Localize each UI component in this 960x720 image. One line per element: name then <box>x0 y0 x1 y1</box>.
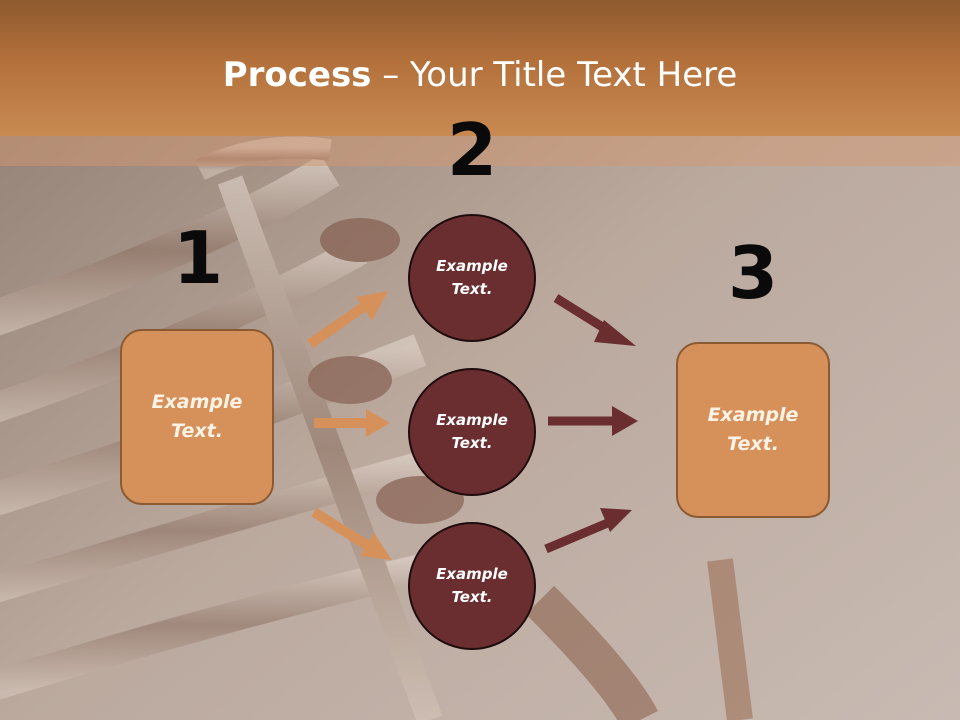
slide-title: Process – Your Title Text Here <box>0 50 960 100</box>
process-circle-middle-text: Example Text. <box>436 411 508 452</box>
title-bar <box>0 0 960 136</box>
step-number-2: 2 <box>446 108 498 192</box>
arrow-in-middle <box>314 409 390 437</box>
output-box: Example Text. <box>676 342 830 518</box>
output-box-text: Example Text. <box>707 404 799 455</box>
step-number-3: 3 <box>727 231 779 315</box>
process-circle-middle: Example Text. <box>408 368 536 496</box>
title-bar-band <box>0 136 960 166</box>
input-box: Example Text. <box>120 329 274 505</box>
input-box-text: Example Text. <box>151 391 243 442</box>
arrow-out-middle <box>548 406 638 436</box>
process-circle-top: Example Text. <box>408 214 536 342</box>
step-number-1: 1 <box>172 216 224 300</box>
arrow-in-top <box>307 291 388 349</box>
process-circle-bottom: Example Text. <box>408 522 536 650</box>
arrow-out-bottom <box>544 508 632 554</box>
arrow-in-bottom <box>311 507 392 560</box>
title-rest: – Your Title Text Here <box>371 55 738 95</box>
title-bold: Process <box>222 55 372 95</box>
arrow-out-top <box>553 294 636 346</box>
process-circle-top-text: Example Text. <box>436 257 508 298</box>
process-circle-bottom-text: Example Text. <box>436 565 508 606</box>
